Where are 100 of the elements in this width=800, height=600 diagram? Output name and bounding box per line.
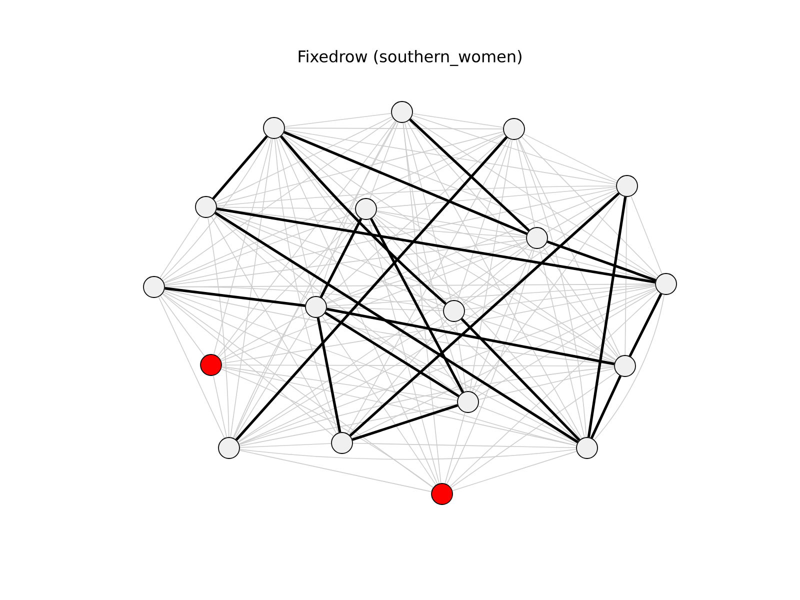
edge-line	[217, 120, 396, 357]
edge-line	[412, 113, 504, 128]
edge-line	[462, 244, 530, 304]
edge-line	[374, 214, 616, 361]
node-circle	[431, 483, 453, 505]
node-circle	[443, 300, 465, 322]
edge-line	[216, 210, 616, 362]
edge-line	[216, 186, 616, 206]
edge-line	[409, 118, 530, 232]
edge-line	[349, 192, 620, 437]
edge-line	[214, 214, 308, 300]
edge-line	[316, 318, 342, 432]
edge-line	[163, 292, 577, 446]
edge-line	[444, 412, 466, 484]
node-circle	[526, 227, 548, 249]
edge-line	[410, 118, 658, 278]
edge-line	[214, 212, 578, 444]
edge-line	[212, 375, 228, 438]
edge-line	[280, 136, 462, 394]
edge-line	[274, 138, 339, 434]
edge-line	[284, 129, 617, 185]
edge-line	[630, 196, 662, 274]
edge-line	[280, 136, 447, 305]
node-circle	[576, 437, 598, 459]
edge-line	[282, 134, 358, 202]
edge-line	[161, 137, 270, 280]
edge-line	[368, 219, 440, 484]
edge-line	[238, 316, 446, 443]
edge-line	[238, 244, 528, 442]
node-circle	[391, 101, 413, 123]
chart-title: Fixedrow (southern_women)	[298, 50, 522, 66]
edge-line	[455, 321, 467, 392]
edge-line	[164, 286, 444, 310]
edge-line	[320, 218, 362, 298]
edge-line	[218, 216, 359, 358]
edge-line	[220, 242, 528, 362]
edge-line	[276, 138, 314, 297]
edge-line	[516, 139, 536, 228]
edge-line	[326, 284, 656, 307]
edge-line	[220, 312, 307, 360]
node-circle	[355, 198, 377, 220]
edge-line	[284, 128, 504, 130]
node-circle	[616, 175, 638, 197]
edge-line	[478, 368, 615, 400]
edge-line	[220, 368, 434, 488]
edge-line	[351, 288, 657, 439]
edge-line	[450, 372, 616, 488]
edge-line	[164, 290, 458, 399]
edge-line	[322, 316, 436, 486]
edge-line	[221, 286, 656, 364]
node-circle	[305, 296, 327, 318]
edge-line	[160, 216, 200, 278]
edge-line	[464, 314, 615, 364]
edge-line	[239, 404, 458, 446]
node-circle	[143, 276, 165, 298]
edge-line	[374, 216, 581, 440]
edge-line	[326, 308, 614, 366]
edge-line	[160, 295, 205, 357]
edge-line	[478, 406, 578, 444]
edge-line	[372, 216, 448, 304]
edge-line	[213, 138, 272, 355]
edge-line	[164, 133, 504, 283]
edge-line	[542, 246, 620, 358]
edge-line	[221, 366, 458, 401]
edge-line	[370, 218, 464, 393]
edge-line	[408, 120, 618, 358]
edge-line	[469, 139, 513, 392]
edge-line	[278, 138, 438, 484]
edge-line	[216, 206, 356, 210]
edge-line	[521, 136, 659, 277]
node-circle	[503, 118, 525, 140]
edge-line	[624, 196, 628, 356]
edge-line	[460, 318, 580, 442]
edge-line	[222, 364, 614, 366]
node-circle	[200, 354, 222, 376]
edge-line	[326, 306, 444, 312]
edge-line	[546, 191, 618, 233]
edge-line	[472, 248, 534, 392]
edge-line	[162, 118, 394, 282]
edge-line	[238, 287, 656, 445]
edge-line	[352, 404, 458, 441]
node-circle	[655, 273, 677, 295]
edge-line	[326, 190, 618, 304]
edge-line	[523, 134, 618, 182]
edge-line	[325, 312, 578, 444]
edge-line	[594, 294, 665, 440]
edge-line	[406, 121, 582, 439]
edge-line	[282, 134, 616, 360]
edge-line	[464, 285, 656, 310]
edge-line	[216, 131, 504, 205]
edge-line	[369, 122, 399, 200]
edge-line	[326, 240, 527, 304]
edge-line	[164, 239, 527, 286]
edge-line	[239, 366, 614, 446]
edge-line	[474, 194, 621, 394]
edge-line	[239, 450, 432, 492]
edge-line	[164, 188, 617, 286]
edge-line	[402, 122, 442, 484]
edge-line	[284, 130, 657, 280]
edge-line	[284, 131, 528, 235]
